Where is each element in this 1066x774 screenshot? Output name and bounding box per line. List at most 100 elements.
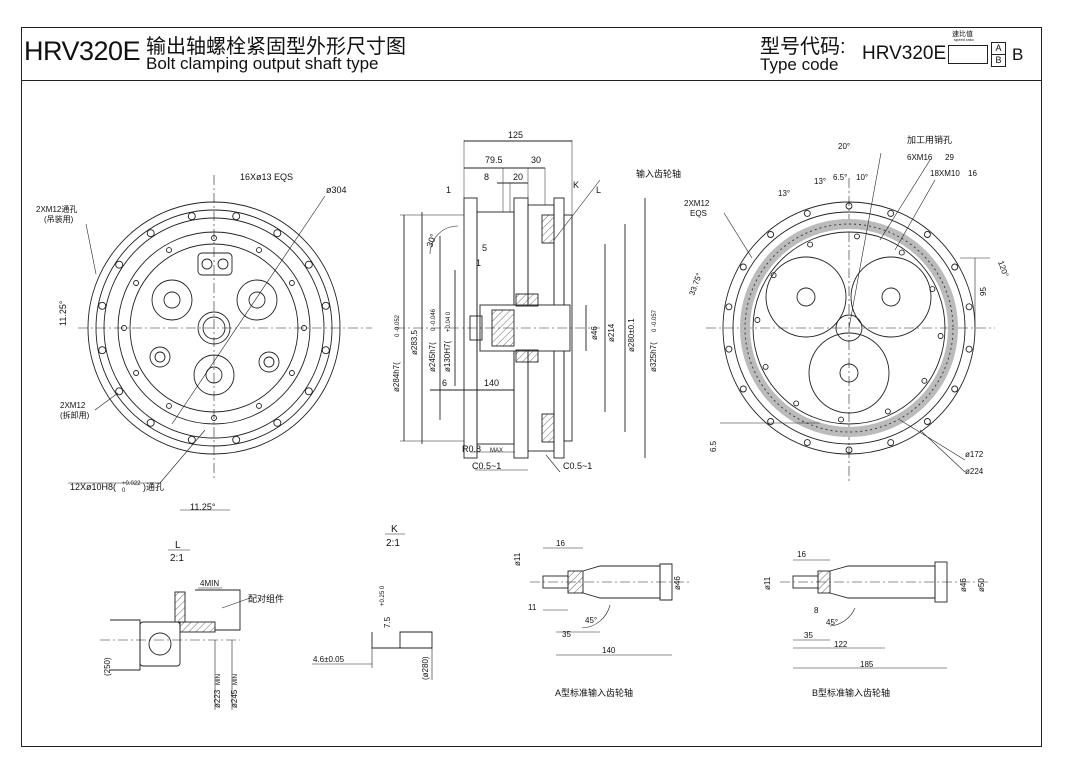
tap-hole <box>965 345 973 353</box>
bolt-hole <box>273 418 282 427</box>
shaft-b-dia-11: ø11 <box>763 576 772 590</box>
detail-k-7-5: 7.5 <box>383 616 392 628</box>
ratio-label-en: speed ratio <box>954 37 974 42</box>
angle-10: 10° <box>856 173 868 182</box>
shaft-b-16: 16 <box>797 550 806 559</box>
dia-325: ø325h7( <box>649 342 658 372</box>
tap-hole <box>951 385 959 393</box>
label-tap-18-depth: 16 <box>968 169 977 178</box>
detail-l-mating: 配对组件 <box>248 593 284 604</box>
dim-20: 20 <box>513 172 523 182</box>
inner-hole <box>754 317 761 323</box>
bolt-hole <box>187 212 196 221</box>
tap-hole <box>725 345 733 353</box>
label-angle-left: 11.25° <box>58 300 68 326</box>
angle-30: 30° <box>424 232 438 249</box>
angle-13a: 13° <box>778 189 790 198</box>
detail-k-7-5-tol: +0.25 0 <box>380 585 386 606</box>
tap-hole <box>725 303 733 311</box>
detail-k <box>312 533 433 680</box>
type-code-label-en: Type code <box>760 55 839 74</box>
dia-284-tol: 0 -0.052 <box>395 314 401 337</box>
angle-13b: 13° <box>814 177 826 186</box>
dia-130: ø130H7( <box>443 341 452 372</box>
label-tap-6-depth: 29 <box>945 153 954 162</box>
detail-l-labels: L 2:1 4MIN 配对组件 (250) ø223 MIN ø245 MIN <box>103 540 284 708</box>
shaft-a-11: 11 <box>528 603 537 612</box>
label-outer-dia: ø304 <box>326 185 347 195</box>
pin-hole <box>256 247 262 254</box>
pin-hole <box>211 235 217 241</box>
tap-hole <box>951 263 959 271</box>
shaft-b-185: 185 <box>860 660 874 669</box>
bolt-hole <box>304 260 313 269</box>
shaft-a-dia-46: ø46 <box>673 576 682 590</box>
chamfer-right: C0.5~1 <box>563 461 592 471</box>
label-pin-tol-lower: 0 <box>122 488 126 494</box>
radius-suffix: MAX <box>490 448 503 454</box>
pin-hole <box>211 415 217 421</box>
front-view-labels: 16Xø13 EQS ø304 2XM12通孔 (吊装用) 2XM12 (拆卸用… <box>36 172 347 512</box>
label-lift-hole: 2XM12通孔 <box>36 204 77 214</box>
option-suffix: B <box>1012 45 1024 64</box>
pin-hole <box>288 370 295 376</box>
pin-hole <box>133 280 140 286</box>
detail-l-245-suffix: MIN <box>233 674 239 685</box>
bolt-hole <box>187 435 196 444</box>
bolt-hole <box>321 346 330 355</box>
shaft-b-122: 122 <box>834 640 848 649</box>
title-block-divider <box>21 80 1042 81</box>
inner-hole <box>770 272 777 279</box>
ratio-label: 速比值 <box>952 31 973 38</box>
inner-hole <box>807 241 814 248</box>
shaft-b-title: B型标准输入齿轮轴 <box>812 687 890 698</box>
angle-33-75: 33.75° <box>687 272 703 297</box>
option-b-box: B <box>991 54 1006 67</box>
shaft-a-labels: 16 ø11 11 35 45° 140 ø46 A型标准输入齿轮轴 <box>513 539 682 698</box>
bolt-hole <box>321 301 330 310</box>
label-lift-note: (吊装用) <box>44 214 74 224</box>
detail-k-scale: 2:1 <box>386 538 400 549</box>
label-bolt-circle: 16Xø13 EQS <box>240 172 293 182</box>
detail-l-223: ø223 <box>213 689 222 708</box>
front-outer-circle <box>87 201 341 455</box>
rear-view <box>706 152 995 482</box>
tap-hole <box>965 303 973 311</box>
pin-hole <box>166 247 172 254</box>
detail-l <box>100 549 251 710</box>
bolt-hole <box>232 435 241 444</box>
front-bolt-holes <box>98 212 330 444</box>
label-angle-bottom: 11.25° <box>190 502 216 512</box>
shaft-a-title: A型标准输入齿轮轴 <box>555 687 633 698</box>
angle-120: 120° <box>996 260 1010 279</box>
tap-hole <box>767 418 775 425</box>
label-tap-2: 2XM12 <box>684 199 710 208</box>
dia-245: ø245h7( <box>428 342 437 372</box>
rear-view-labels: 加工用销孔 6XM16 29 18XM10 16 2XM12 EQS 20° 1… <box>684 134 1010 476</box>
bolt-hole <box>273 229 282 238</box>
tap-hole <box>803 209 811 217</box>
label-input-shaft: 输入齿轮轴 <box>636 168 681 179</box>
label-tap-2-eqs: EQS <box>690 209 707 218</box>
dia-283-5: ø283.5 <box>410 330 419 355</box>
bolt-hole <box>115 387 124 396</box>
chamfer-left: C0.5~1 <box>472 461 501 471</box>
bolt-hole <box>232 212 241 221</box>
shaft-a <box>530 547 690 656</box>
tap-hole <box>887 439 895 447</box>
angle-20: 20° <box>838 142 850 151</box>
tap-hole <box>845 202 853 210</box>
dim-6: 6 <box>442 378 447 388</box>
detail-l-scale: 2:1 <box>170 553 184 564</box>
label-l: L <box>596 185 601 195</box>
dia-46: ø46 <box>590 326 599 340</box>
inner-hole <box>884 408 891 415</box>
bolt-hole <box>98 346 107 355</box>
bolt-hole <box>146 418 155 427</box>
bolt-hole <box>146 229 155 238</box>
dim-125: 125 <box>508 130 523 140</box>
shaft-b-35: 35 <box>804 631 813 640</box>
detail-l-label: L <box>175 540 181 551</box>
type-code-value: HRV320E <box>862 43 947 64</box>
